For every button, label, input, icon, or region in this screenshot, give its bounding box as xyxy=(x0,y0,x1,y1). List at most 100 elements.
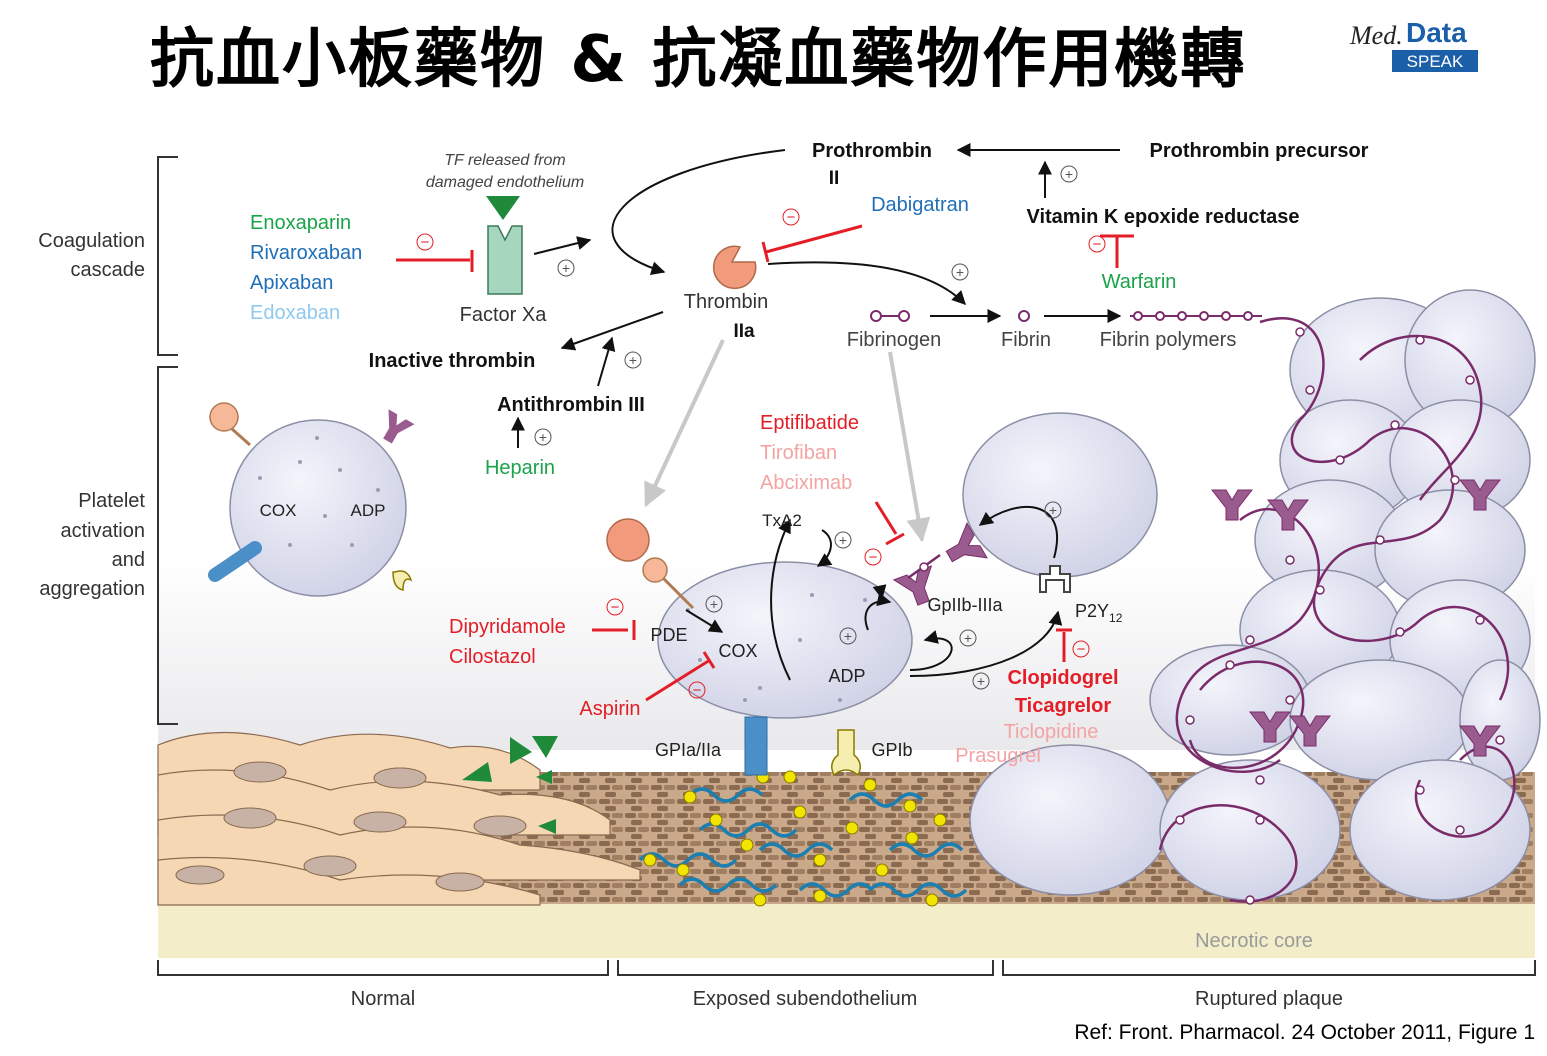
svg-text:+: + xyxy=(956,264,964,280)
exposed-label: Exposed subendothelium xyxy=(693,988,918,1010)
svg-text:−: − xyxy=(787,209,796,226)
warfarin-label: Warfarin xyxy=(1102,271,1177,293)
svg-text:+: + xyxy=(562,260,570,276)
p2y12-label: P2Y12 xyxy=(1075,601,1123,625)
svg-text:Coagulation: Coagulation xyxy=(38,230,145,252)
svg-text:Prasugrel: Prasugrel xyxy=(955,745,1041,767)
svg-text:−: − xyxy=(1077,641,1086,658)
txa2-label: TxA2 xyxy=(762,511,802,530)
fibrin-polymers-label: Fibrin polymers xyxy=(1100,329,1237,351)
endothelial-nuclei xyxy=(175,761,527,892)
svg-text:Ticlopidine: Ticlopidine xyxy=(1004,721,1099,743)
svg-text:−: − xyxy=(611,599,620,616)
pathway-arrows xyxy=(511,143,1122,681)
gpiib-label: GpIIb-IIIa xyxy=(927,595,1003,615)
tf-label: TF released from damaged endothelium xyxy=(426,152,584,191)
svg-text:TF released from: TF released from xyxy=(444,152,566,169)
svg-text:Abciximab: Abciximab xyxy=(760,472,852,494)
svg-text:damaged endothelium: damaged endothelium xyxy=(426,174,584,191)
prothrombin-precursor-label: Prothrombin precursor xyxy=(1150,140,1369,162)
meddata-logo: Med. Data SPEAK xyxy=(1349,17,1478,72)
logo-speak: SPEAK xyxy=(1407,52,1464,71)
aspirin-label: Aspirin xyxy=(579,698,640,720)
fibrin-label: Fibrin xyxy=(1001,329,1051,351)
logo-data: Data xyxy=(1406,17,1467,48)
plus-signs: + + + + + + + + + + + xyxy=(534,165,1078,690)
antithrombin-label: Antithrombin III xyxy=(497,394,645,416)
fibrin-beads xyxy=(1175,327,1505,905)
svg-text:+: + xyxy=(539,429,547,445)
gpiib-receptors-aggregate xyxy=(1210,479,1502,757)
svg-text:activation: activation xyxy=(61,520,146,542)
pde-label: PDE xyxy=(650,625,687,645)
factor-xa-shape xyxy=(486,196,523,295)
section-brackets xyxy=(157,156,1536,976)
svg-text:−: − xyxy=(693,682,702,699)
thrombin-label: Thrombin xyxy=(684,291,768,313)
svg-text:+: + xyxy=(977,673,985,689)
gpia-label: GPIa/IIa xyxy=(655,740,722,760)
svg-text:aggregation: aggregation xyxy=(39,578,145,600)
prothrombin-label: Prothrombin xyxy=(812,140,932,162)
thrombin-shape xyxy=(712,245,757,290)
p2y12-inhibitor-drugs: Clopidogrel Ticagrelor Ticlopidine Prasu… xyxy=(955,667,1118,767)
resting-adp-label: ADP xyxy=(351,501,386,520)
tissue-factor-markers xyxy=(462,736,558,834)
svg-text:+: + xyxy=(1065,166,1073,182)
ruptured-label: Ruptured plaque xyxy=(1195,988,1343,1010)
svg-text:+: + xyxy=(844,628,852,644)
xa-inhibitor-drugs: Enoxaparin Rivaroxaban Apixaban Edoxaban xyxy=(250,212,362,324)
svg-text:Ticagrelor: Ticagrelor xyxy=(1015,695,1112,717)
p2y12-receptor xyxy=(1039,565,1071,593)
pde-inhibitor-drugs: Dipyridamole Cilostazol xyxy=(449,616,566,668)
adp-label: ADP xyxy=(828,666,865,686)
inhibition-markers xyxy=(396,224,1134,702)
normal-label: Normal xyxy=(351,988,415,1010)
svg-text:+: + xyxy=(964,630,972,646)
svg-text:Eptifibatide: Eptifibatide xyxy=(760,412,859,434)
gp-inhibitor-drugs: Eptifibatide Tirofiban Abciximab xyxy=(760,412,859,494)
svg-text:cascade: cascade xyxy=(71,259,146,281)
svg-text:Cilostazol: Cilostazol xyxy=(449,646,536,668)
svg-text:Dipyridamole: Dipyridamole xyxy=(449,616,566,638)
svg-text:−: − xyxy=(869,549,878,566)
gpib-label: GPIb xyxy=(871,740,912,760)
collagen-fibers xyxy=(638,787,968,898)
svg-text:+: + xyxy=(629,352,637,368)
svg-text:Platelet: Platelet xyxy=(78,490,145,512)
svg-text:Apixaban: Apixaban xyxy=(250,272,333,294)
svg-text:Edoxaban: Edoxaban xyxy=(250,302,340,324)
dabigatran-label: Dabigatran xyxy=(871,194,969,216)
reference-citation: Ref: Front. Pharmacol. 24 October 2011, … xyxy=(1074,1021,1535,1044)
svg-text:Clopidogrel: Clopidogrel xyxy=(1007,667,1118,689)
minus-signs: − − − − − − − xyxy=(416,208,1106,699)
inactive-thrombin-label: Inactive thrombin xyxy=(369,350,536,372)
vwf-dots xyxy=(643,770,947,907)
logo-speak-box xyxy=(1392,50,1478,72)
resting-platelet: COX ADP xyxy=(208,402,415,597)
grey-arrows xyxy=(644,339,931,543)
coagulation-section-label: Coagulation cascade xyxy=(38,230,145,281)
svg-text:+: + xyxy=(710,596,718,612)
svg-text:Enoxaparin: Enoxaparin xyxy=(250,212,351,234)
aggregated-platelets xyxy=(969,289,1541,901)
page-title: 抗血小板藥物 & 抗凝血藥物作用機轉 xyxy=(150,23,1247,97)
factor-xa-label: Factor Xa xyxy=(460,304,548,326)
activated-platelet xyxy=(606,518,933,777)
svg-text:Tirofiban: Tirofiban xyxy=(760,442,837,464)
svg-text:+: + xyxy=(839,532,847,548)
cox-label: COX xyxy=(718,641,757,661)
heparin-label: Heparin xyxy=(485,457,555,479)
vkor-label: Vitamin K epoxide reductase xyxy=(1026,206,1299,228)
upper-platelet xyxy=(907,412,1158,580)
fibrinogen-label: Fibrinogen xyxy=(847,329,942,351)
svg-text:and: and xyxy=(112,549,145,571)
svg-text:+: + xyxy=(1049,502,1057,518)
prothrombin-ii-label: II xyxy=(829,168,840,189)
platelet-section-label: Platelet activation and aggregation xyxy=(39,490,145,600)
logo-med: Med. xyxy=(1349,21,1403,50)
fibrin-shapes xyxy=(870,310,1262,322)
resting-cox-label: COX xyxy=(260,501,297,520)
svg-text:−: − xyxy=(421,234,430,251)
